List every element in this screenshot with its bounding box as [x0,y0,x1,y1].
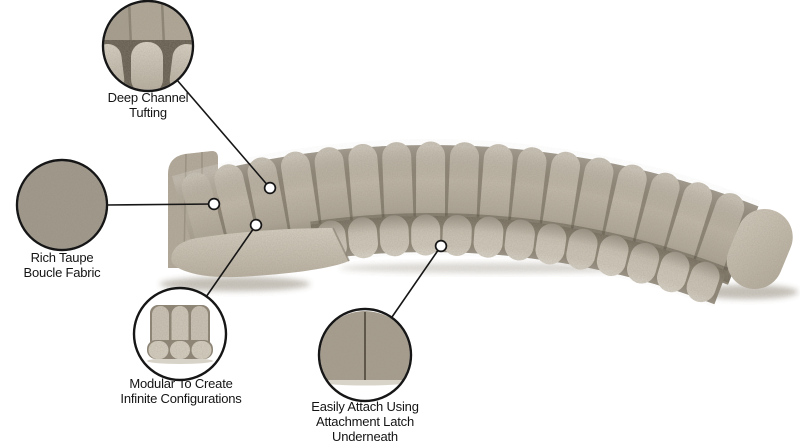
fabric-label: Rich Taupe Boucle Fabric [0,250,132,280]
tufting-thumbnail [101,0,195,93]
label-line: Attachment Latch [316,414,414,429]
callout-dot [207,197,221,211]
label-line: Easily Attach Using [311,399,419,414]
callout-dot [434,239,448,253]
attachment-circle-ring [317,307,413,403]
label-line: Rich Taupe [30,250,94,265]
fabric-swatch-thumbnail [15,158,109,252]
fabric-swatch-photo [18,161,106,249]
callout-line [176,79,271,189]
label-line: Deep Channel [107,90,189,105]
fabric-circle-ring [15,158,109,252]
attachment-thumbnail [317,307,413,403]
label-line: Tufting [129,105,167,120]
modular-chair-photo [147,305,213,359]
modular-label: Modular To Create Infinite Configuration… [86,376,276,406]
callout-dot [263,181,277,195]
label-line: Modular To Create [129,376,233,391]
sofa-illustration [160,139,798,307]
tufting-circle-ring [101,0,195,93]
callout-connectors [105,79,448,318]
modular-circle-ring [132,286,228,382]
callout-line [105,203,215,206]
callout-line [391,245,442,318]
label-line: Underneath [332,429,398,444]
label-line: Infinite Configurations [120,391,242,406]
callout-line [205,224,257,298]
modular-chair-thumbnail [132,286,228,382]
callout-dot [249,218,263,232]
attachment-photo [320,311,410,386]
tufting-label: Deep Channel Tufting [68,90,228,120]
tufting-photo [104,2,192,90]
label-line: Boucle Fabric [23,265,101,280]
attachment-label: Easily Attach Using Attachment Latch Und… [285,399,445,444]
